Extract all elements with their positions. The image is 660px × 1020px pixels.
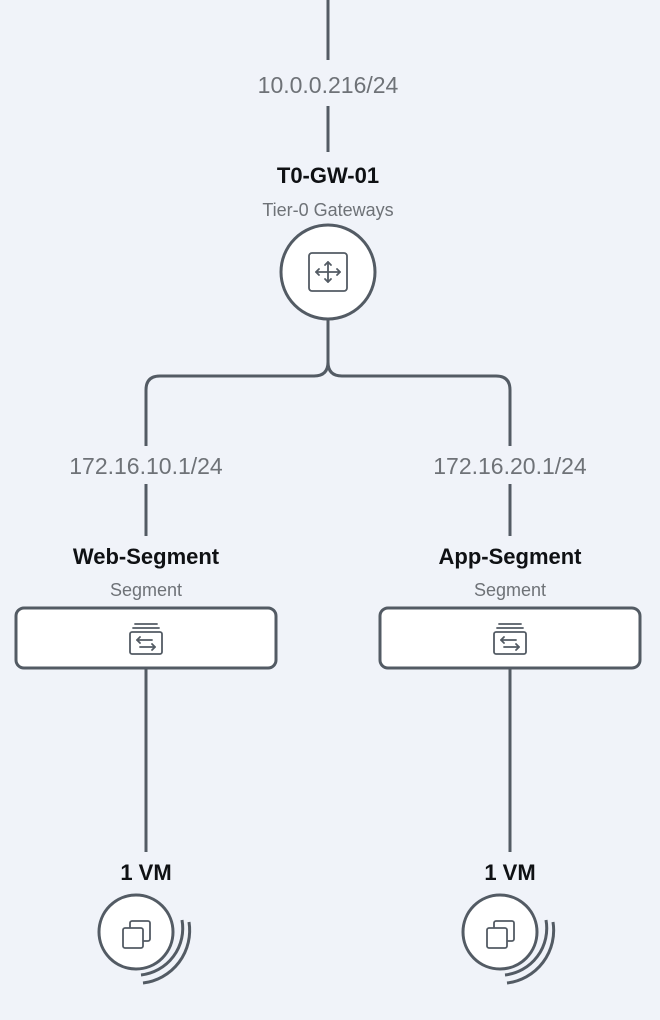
tier0-gateway-node[interactable]: T0-GW-01 Tier-0 Gateways: [262, 163, 394, 321]
segment-switch-icon: [129, 623, 163, 655]
router-arrows-icon: [308, 252, 348, 292]
web-segment-node[interactable]: Web-Segment Segment: [14, 544, 278, 670]
web-vm-stack-arc-1: [140, 919, 185, 977]
web-vm-count: 1 VM: [120, 860, 171, 885]
uplink-ip-label: 10.0.0.216/24: [258, 72, 399, 98]
app-segment-type: Segment: [474, 580, 546, 600]
topology-links: [144, 0, 512, 852]
app-segment-box: [378, 606, 642, 670]
app-segment-ip-label: 172.16.20.1/24: [433, 453, 587, 479]
web-segment-box: [14, 606, 278, 670]
web-segment-type: Segment: [110, 580, 182, 600]
app-vm-count: 1 VM: [484, 860, 535, 885]
app-vm-node[interactable]: 1 VM: [461, 860, 556, 985]
app-vm-stack-arc-1: [504, 919, 549, 977]
vm-stack-icon: [122, 920, 151, 949]
app-vm-stack-arc-2: [506, 921, 556, 985]
gateway-branch-link: [144, 320, 512, 446]
web-segment-ip-label: 172.16.10.1/24: [69, 453, 223, 479]
app-segment-name: App-Segment: [439, 544, 583, 569]
gateway-name: T0-GW-01: [277, 163, 379, 188]
web-segment-name: Web-Segment: [73, 544, 220, 569]
vm-stack-icon: [486, 920, 515, 949]
web-vm-node[interactable]: 1 VM: [97, 860, 192, 985]
gateway-type: Tier-0 Gateways: [262, 200, 393, 220]
app-segment-node[interactable]: App-Segment Segment: [378, 544, 642, 670]
segment-switch-icon: [493, 623, 527, 655]
web-vm-stack-arc-2: [142, 921, 192, 985]
